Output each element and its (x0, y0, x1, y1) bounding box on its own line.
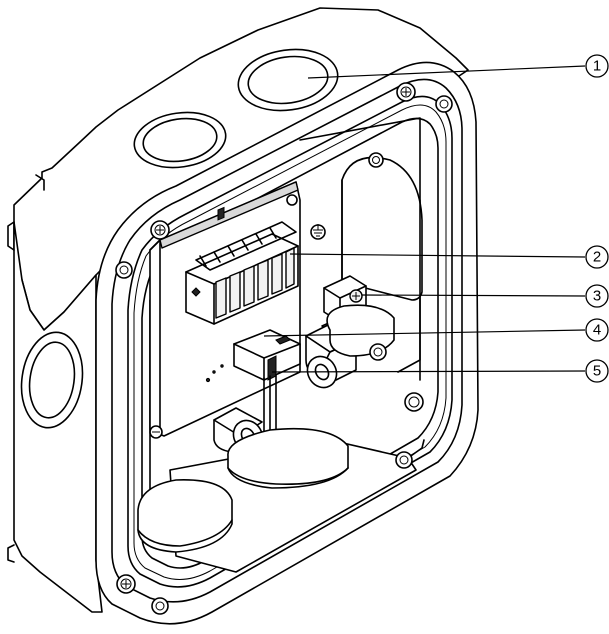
terminal-screws (195, 206, 297, 319)
callout-number: 5 (593, 363, 601, 380)
leader-2 (289, 253, 586, 258)
callout-number: 1 (593, 58, 601, 75)
leader-1 (307, 65, 586, 79)
leader-4 (263, 329, 586, 337)
rim-screw (435, 95, 453, 113)
cable-gland (20, 48, 339, 429)
cable-entries (137, 304, 395, 553)
callout-4: 4 (585, 318, 609, 342)
rim-screw (115, 261, 133, 279)
rim-screw (116, 574, 136, 594)
jumper-connector (233, 329, 301, 381)
rim-screw (150, 220, 170, 240)
rim-screw (369, 343, 387, 361)
callout-3: 3 (585, 284, 609, 308)
terminal-block (185, 206, 299, 325)
callout-number: 3 (593, 288, 601, 305)
rim-screws (115, 82, 453, 615)
callout-leaders (263, 65, 586, 373)
board-screw (286, 194, 298, 206)
rim-screw (404, 392, 424, 412)
callout-1: 1 (585, 54, 609, 78)
board-component (205, 377, 211, 383)
rim-screw (368, 152, 384, 168)
leader-5 (271, 370, 586, 373)
rim-screw (151, 597, 169, 615)
callout-number: 2 (593, 249, 601, 266)
callout-5: 5 (585, 359, 609, 383)
rim-screw (396, 82, 416, 102)
leader-3 (361, 294, 586, 297)
callout-2: 2 (585, 245, 609, 269)
earth-symbol (310, 224, 326, 240)
rim-screw (395, 451, 413, 469)
callout-number: 4 (593, 322, 601, 339)
board-component (212, 370, 216, 374)
board-component (220, 364, 224, 368)
